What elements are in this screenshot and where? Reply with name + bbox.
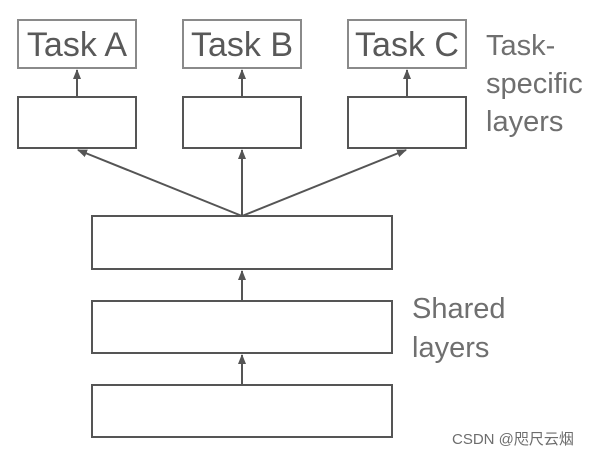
task-c-label-box: Task C <box>347 19 467 69</box>
task-b-label: Task B <box>191 26 293 64</box>
task-specific-label-line-2: specific <box>486 68 583 100</box>
task-specific-label-line-3: layers <box>486 106 563 138</box>
shared-label-line-2: layers <box>412 332 489 364</box>
task-a-specific-layer <box>17 96 137 149</box>
task-specific-label-line-1: Task- <box>486 30 555 62</box>
shared-label-line-1: Shared <box>412 293 506 325</box>
task-c-specific-layer <box>347 96 467 149</box>
arrow-shared-to-task-a-layer <box>77 149 243 217</box>
task-specific-layers-label: Task- specific layers <box>486 30 583 138</box>
task-b-specific-layer <box>182 96 302 149</box>
task-a-label: Task A <box>27 26 127 64</box>
shared-layer-top <box>91 215 393 270</box>
shared-layer-bottom <box>91 384 393 438</box>
task-a-label-box: Task A <box>17 19 137 69</box>
shared-layers-label: Shared layers <box>412 293 506 364</box>
task-b-label-box: Task B <box>182 19 302 69</box>
watermark-text: CSDN @咫尺云烟 <box>452 431 574 448</box>
task-c-label: Task C <box>355 26 459 64</box>
shared-layer-middle <box>91 300 393 354</box>
arrow-shared-to-task-c-layer <box>241 149 407 217</box>
